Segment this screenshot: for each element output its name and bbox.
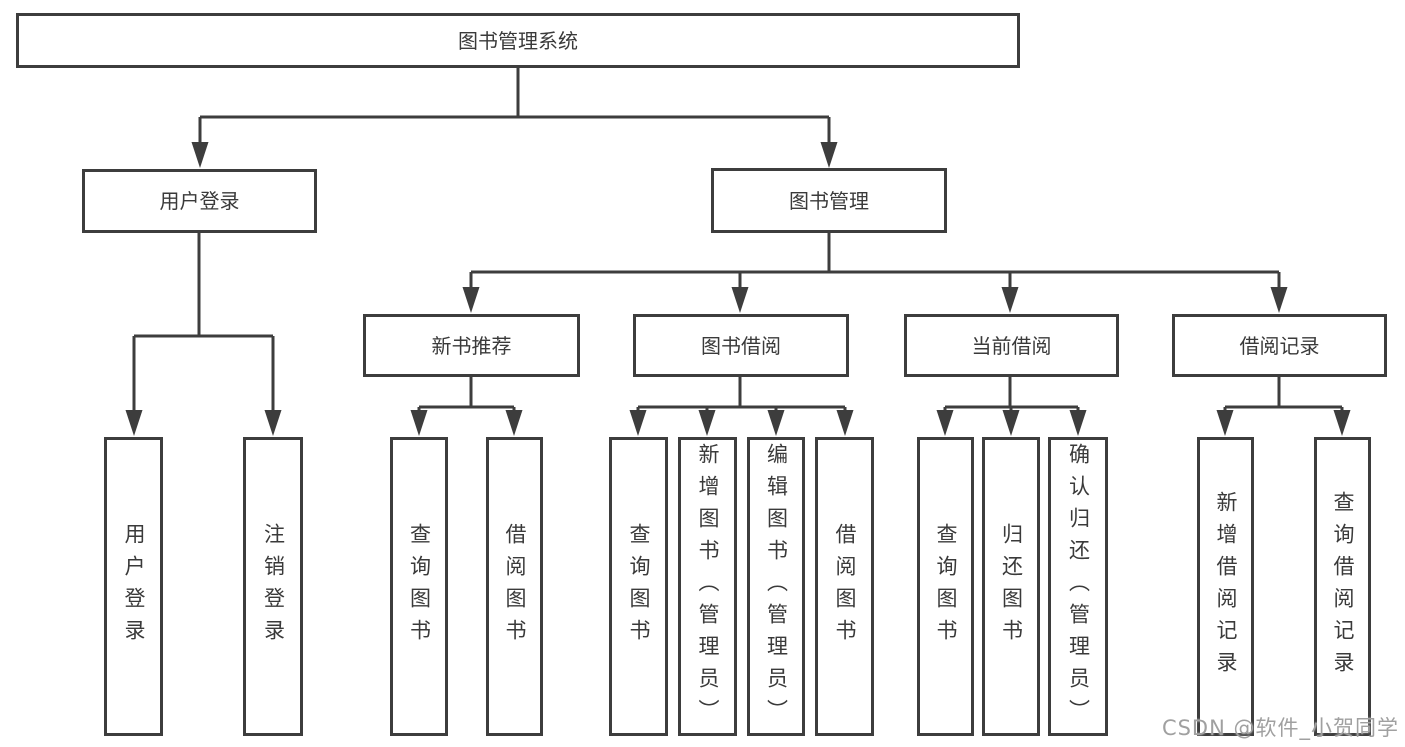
node-leaf-bb-edit-books-admin-label: 编辑图书（管理员） — [764, 442, 789, 731]
node-leaf-nbr-borrow-books: 借阅图书 — [486, 437, 543, 736]
node-leaf-nbr-borrow-books-label: 借阅图书 — [503, 522, 527, 651]
node-borrow-records-label: 借阅记录 — [1239, 333, 1320, 358]
node-leaf-bb-add-books-admin: 新增图书（管理员） — [678, 437, 737, 736]
node-book-management: 图书管理 — [711, 168, 947, 233]
node-borrow-records: 借阅记录 — [1172, 314, 1387, 377]
node-leaf-cb-query-books: 查询图书 — [917, 437, 974, 736]
node-leaf-cb-return-books: 归还图书 — [982, 437, 1040, 736]
node-leaf-bb-borrow-books: 借阅图书 — [815, 437, 874, 736]
csdn-watermark: CSDN @软件_小贺同学 — [1161, 716, 1399, 740]
node-book-borrow-label: 图书借阅 — [701, 333, 781, 358]
node-leaf-cb-query-books-label: 查询图书 — [934, 522, 958, 651]
node-user-login-group: 用户登录 — [82, 169, 317, 233]
node-book-management-label: 图书管理 — [789, 188, 869, 213]
node-root: 图书管理系统 — [16, 13, 1020, 68]
node-leaf-nbr-query-books-label: 查询图书 — [407, 522, 432, 651]
node-leaf-br-add-record: 新增借阅记录 — [1197, 437, 1254, 736]
node-book-borrow: 图书借阅 — [633, 314, 849, 377]
node-leaf-bb-query-books: 查询图书 — [609, 437, 668, 736]
node-leaf-br-query-record: 查询借阅记录 — [1314, 437, 1371, 736]
node-leaf-bb-edit-books-admin: 编辑图书（管理员） — [747, 437, 805, 736]
node-new-book-recommend: 新书推荐 — [363, 314, 580, 377]
node-root-label: 图书管理系统 — [458, 28, 578, 53]
node-current-borrow-label: 当前借阅 — [971, 333, 1052, 358]
node-leaf-bb-query-books-label: 查询图书 — [627, 522, 651, 651]
node-leaf-cb-confirm-return-admin: 确认归还（管理员） — [1048, 437, 1108, 736]
node-leaf-cb-confirm-return-admin-label: 确认归还（管理员） — [1066, 442, 1091, 731]
node-leaf-bb-add-books-admin-label: 新增图书（管理员） — [696, 442, 720, 731]
node-leaf-user-login-label: 用户登录 — [122, 522, 146, 651]
node-leaf-user-login: 用户登录 — [104, 437, 163, 736]
node-leaf-cb-return-books-label: 归还图书 — [999, 522, 1024, 651]
node-user-login-group-label: 用户登录 — [159, 189, 240, 213]
node-leaf-logout-label: 注销登录 — [261, 522, 286, 651]
node-leaf-br-add-record-label: 新增借阅记录 — [1214, 490, 1238, 683]
node-leaf-logout: 注销登录 — [243, 437, 303, 736]
node-current-borrow: 当前借阅 — [904, 314, 1119, 377]
node-new-book-recommend-label: 新书推荐 — [431, 333, 512, 358]
node-leaf-bb-borrow-books-label: 借阅图书 — [833, 522, 857, 651]
node-leaf-nbr-query-books: 查询图书 — [390, 437, 448, 736]
node-leaf-br-query-record-label: 查询借阅记录 — [1331, 490, 1355, 683]
